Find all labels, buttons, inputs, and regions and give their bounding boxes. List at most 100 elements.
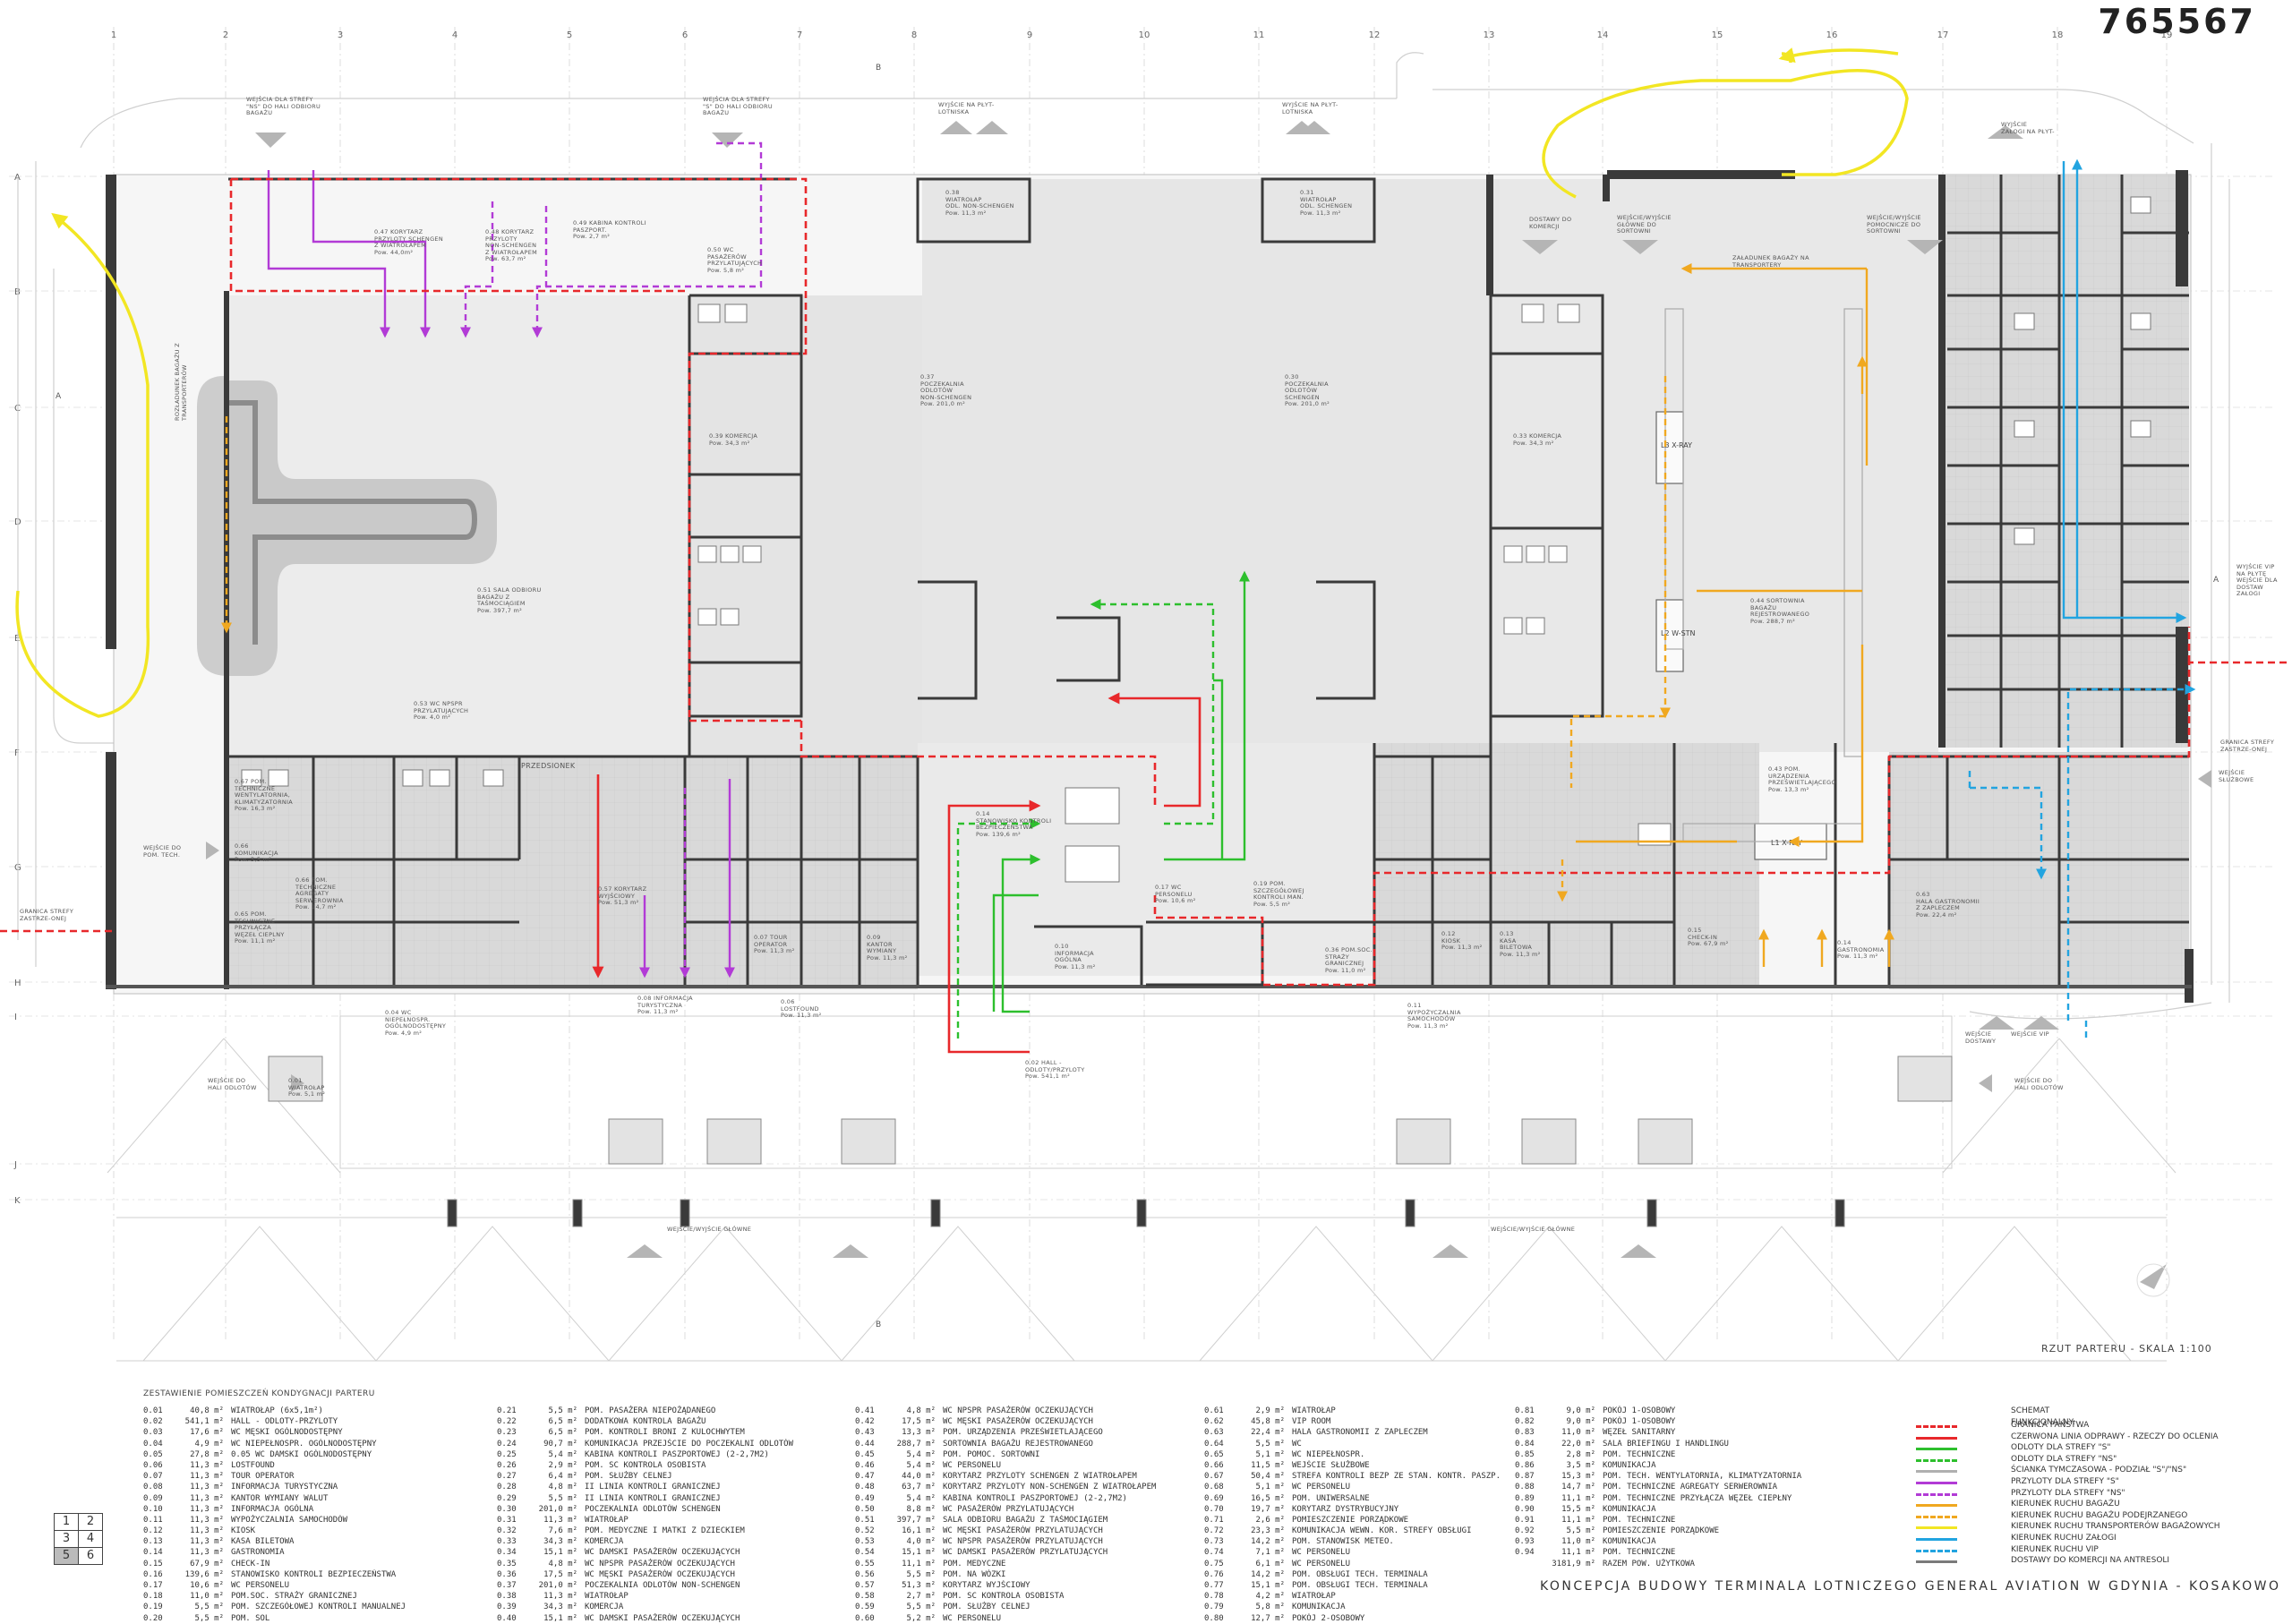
legend-item: PRZYLOTY DLA STREFY "NS"	[1916, 1488, 2292, 1500]
room-table-cell: 0.04	[143, 1439, 163, 1449]
room-table-cell: 0.77	[1204, 1581, 1224, 1590]
room-table-cell: 0.46	[855, 1460, 875, 1470]
room-table-cell: 6,4 m²	[548, 1472, 577, 1482]
svg-text:F: F	[14, 748, 20, 758]
room-table-cell: 0.24	[497, 1439, 517, 1449]
room-table-cell: 0.38	[497, 1592, 517, 1602]
room-table-cell: 0.22	[497, 1417, 517, 1427]
room-table-cell: POM. SOL	[231, 1613, 270, 1623]
room-table-cell: KIOSK	[231, 1526, 256, 1536]
room-table-cell: 5,4 m²	[906, 1460, 936, 1470]
room-table-cell: 0.20	[143, 1613, 163, 1623]
room-table-cell: 5,1 m²	[1255, 1483, 1285, 1492]
room-table-cell: 14,2 m²	[1251, 1569, 1285, 1579]
room-table-cell: 0.41	[855, 1406, 875, 1415]
room-table-cell: 14,2 m²	[1251, 1537, 1285, 1547]
room-table-cell: 0.03	[143, 1428, 163, 1438]
legend-label: CZERWONA LINIA ODPRAWY - RZECZY DO OCLEN…	[2011, 1432, 2219, 1441]
legend-item: KIERUNEK RUCHU BAGAŻU	[1916, 1499, 2292, 1510]
legend-swatch	[1916, 1436, 1957, 1440]
legend-label: ODLOTY DLA STREFY "S"	[2011, 1443, 2111, 1453]
room-table-cell: 11,3 m²	[190, 1548, 224, 1558]
sorting-entry-label: WEJŚCIE/WYJŚCIE GŁÓWNE DO SORTOWNI	[1617, 214, 1672, 235]
legend-item: ODLOTY DLA STREFY "NS"	[1916, 1454, 2292, 1466]
room-label: 0.06 LOSTFOUND Pow. 11,3 m²	[781, 998, 822, 1019]
room-table-cell: WIATROŁAP	[585, 1592, 629, 1602]
legend-label: DOSTAWY DO KOMERCJI NA ANTRESOLI	[2011, 1556, 2170, 1566]
room-table-cell: 0.21	[497, 1406, 517, 1415]
room-table-cell: WC NPSPR PASAŻERÓW PRZYLATUJĄCYCH	[943, 1537, 1103, 1547]
room-table-cell: 0.69	[1204, 1493, 1224, 1503]
svg-text:2: 2	[223, 30, 228, 40]
svg-text:5: 5	[567, 30, 572, 40]
room-table-cell: 4,9 m²	[194, 1439, 224, 1449]
room-table-cell: 0.26	[497, 1460, 517, 1470]
room-table-cell: POM. URZĄDZENIA PRZEŚWIETLAJĄCEGO	[943, 1428, 1103, 1438]
svg-text:8: 8	[911, 30, 917, 40]
legend-label: KIERUNEK RUCHU BAGAŻU	[2011, 1500, 2120, 1509]
room-table-cell: WYPOŻYCZALNIA SAMOCHODÓW	[231, 1515, 348, 1525]
room-table-cell: 17,5 m²	[902, 1417, 936, 1427]
legend-label: KIERUNEK RUCHU TRANSPORTERÓW BAGAŻOWYCH	[2011, 1522, 2220, 1532]
room-table-cell: 11,1 m²	[1561, 1548, 1595, 1558]
room-label: 0.36 POM.SOC. STRAŻY GRANICZNEJ Pow. 11,…	[1325, 946, 1373, 974]
entrance-canopies	[107, 1015, 2177, 1362]
apron-exit-label-1: WYJŚCIE NA PŁYT- LOTNISKA	[938, 101, 995, 115]
room-table-cell: WC PERSONELU	[1292, 1483, 1351, 1492]
room-table-cell: 0.63	[1204, 1428, 1224, 1438]
room-table-cell: WC MĘSKI PASAŻERÓW OCZEKUJĄCYCH	[585, 1569, 735, 1579]
room-label: 0.48 KORYTARZ PRZYLOTY NON-SCHENGEN Z WI…	[485, 228, 538, 262]
room-table-cell: 0.06	[143, 1460, 163, 1470]
room-table-cell: KABINA KONTROLI PASZPORTOWEJ (2-2,7M2)	[585, 1449, 769, 1459]
legend-item: CZERWONA LINIA ODPRAWY - RZECZY DO OCLEN…	[1916, 1432, 2292, 1443]
room-table-cell: POM. OBSŁUGI TECH. TERMINALA	[1292, 1569, 1428, 1579]
room-table-cell: 0.56	[855, 1569, 875, 1579]
key-map-cell: 6	[78, 1547, 103, 1565]
wind-lobbies	[268, 1056, 1953, 1227]
legend-item: DOSTAWY DO KOMERCJI NA ANTRESOLI	[1916, 1555, 2292, 1567]
legend-label: PRZYLOTY DLA STREFY "S"	[2011, 1477, 2119, 1486]
room-table-cell: 0.79	[1204, 1603, 1224, 1612]
room-table-cell: 2,9 m²	[548, 1460, 577, 1470]
room-table-cell: 34,3 m²	[543, 1603, 577, 1612]
room-table-cell: INFORMACJA TURYSTYCZNA	[231, 1483, 338, 1492]
room-table-cell: POM. SC KONTROLA OSOBISTA	[585, 1460, 706, 1470]
room-table-cell: 0.51	[855, 1515, 875, 1525]
room-table-cell: 11,1 m²	[1561, 1515, 1595, 1525]
legend-swatch	[1916, 1458, 1957, 1462]
key-map-cell: 2	[78, 1513, 103, 1531]
legend-label: KIERUNEK RUCHU BAGAŻU PODEJRZANEGO	[2011, 1510, 2188, 1520]
room-table-cell: 7,6 m²	[548, 1526, 577, 1536]
legend-item: KIERUNEK RUCHU VIP	[1916, 1544, 2292, 1556]
room-table-cell: 0.45	[855, 1449, 875, 1459]
room-table-cell: 15,1 m²	[1251, 1581, 1285, 1590]
room-table-cell: 5,5 m²	[548, 1406, 577, 1415]
baggage-carousel	[197, 376, 497, 676]
svg-text:E: E	[14, 634, 20, 644]
